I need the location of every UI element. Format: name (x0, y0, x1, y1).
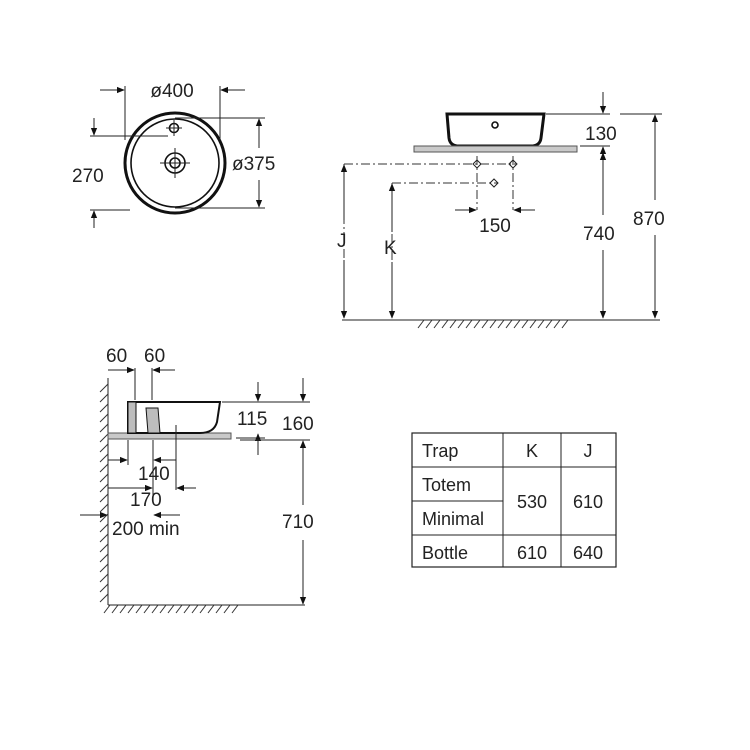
dim-outer-diameter: ø400 (150, 81, 193, 102)
basin-inner-rim (130, 118, 220, 208)
table-row-bottle: Bottle (422, 543, 468, 563)
table-header-k: K (526, 441, 538, 461)
side-view: 150 J K 130 740 (337, 92, 665, 329)
dim-counter-height: 740 (583, 224, 615, 245)
dim-inner-height: 115 (237, 409, 267, 430)
label-k: K (384, 238, 397, 259)
wall-hatch (99, 383, 109, 603)
section-view: 60 60 115 160 710 140 170 200 min (80, 346, 314, 614)
table-bottle-k: 610 (517, 543, 547, 563)
basin-section (127, 401, 222, 434)
dim-total-height: 870 (633, 209, 665, 230)
table-merged-j: 610 (573, 492, 603, 512)
dim-waste-170: 170 (130, 490, 162, 511)
drain-section (145, 407, 161, 434)
dim-left-offset: 60 (106, 346, 127, 367)
dim-waste-offset: 150 (479, 216, 511, 237)
table-merged-k: 530 (517, 492, 547, 512)
dim-outer-height: 160 (282, 414, 314, 435)
basin-outer-rim (123, 111, 227, 215)
section-floor-hatch (103, 604, 239, 614)
table-row-totem: Totem (422, 475, 471, 495)
top-view: ø400 ø375 270 (72, 81, 275, 228)
table-header-trap: Trap (422, 441, 458, 461)
dim-depth: 270 (72, 166, 104, 187)
dim-basin-height: 130 (585, 124, 617, 145)
dim-inner-diameter: ø375 (232, 154, 275, 175)
table-bottle-j: 640 (573, 543, 603, 563)
basin-wall-section (127, 401, 137, 434)
table-header-j: J (584, 441, 593, 461)
countertop (413, 145, 578, 153)
dim-wall-min: 200 min (112, 519, 180, 540)
trap-table: Trap K J Totem Minimal 530 610 Bottle 61… (411, 432, 617, 568)
dim-right-offset: 60 (144, 346, 165, 367)
label-j: J (337, 231, 347, 252)
table-border (411, 432, 617, 568)
basin-side-profile (445, 112, 546, 148)
table-row-minimal: Minimal (422, 509, 484, 529)
dim-waste-140: 140 (138, 464, 170, 485)
floor-hatch (417, 319, 569, 329)
overflow-hole-side (491, 121, 499, 129)
dim-floor-height: 710 (282, 512, 314, 533)
